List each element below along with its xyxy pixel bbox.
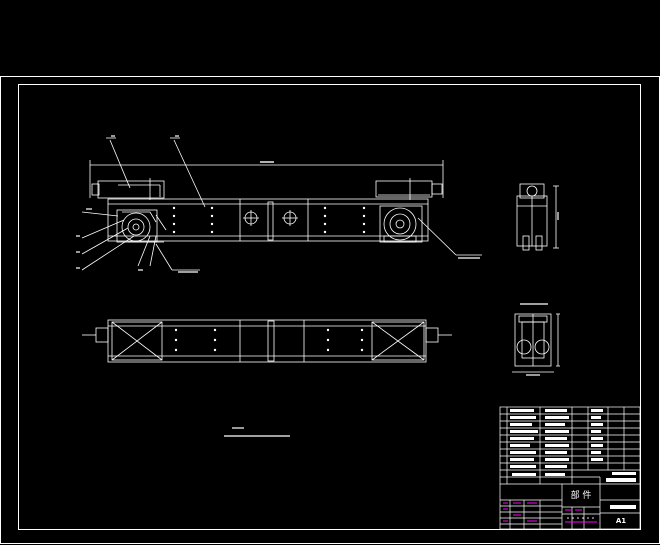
- title-block-frame: [499, 406, 641, 530]
- end-view[interactable]: [516, 183, 559, 251]
- center-holes: [243, 201, 298, 241]
- inner-border: [18, 84, 641, 530]
- title-block-sheet-size: A1: [616, 517, 626, 525]
- parts-list-text-cells: [510, 409, 636, 509]
- title-block-part-label: 部 件: [571, 489, 592, 501]
- title-block[interactable]: [499, 406, 641, 530]
- technical-notes: [224, 427, 290, 437]
- bolt-dots: [172, 206, 366, 234]
- part-number-marks: [76, 135, 480, 273]
- revision-marks: [503, 502, 597, 523]
- left-drive-motor[interactable]: [97, 180, 165, 199]
- main-beam[interactable]: [107, 198, 429, 242]
- plan-view[interactable]: [82, 319, 452, 363]
- parts-list-grid: [500, 407, 640, 484]
- left-wheel-assembly[interactable]: [116, 209, 167, 243]
- right-wheel-assembly[interactable]: [379, 205, 423, 243]
- title-block-lower-grid: [500, 477, 640, 529]
- front-view[interactable]: [76, 135, 482, 273]
- section-view[interactable]: [512, 303, 560, 376]
- title-block-dots: [567, 517, 594, 519]
